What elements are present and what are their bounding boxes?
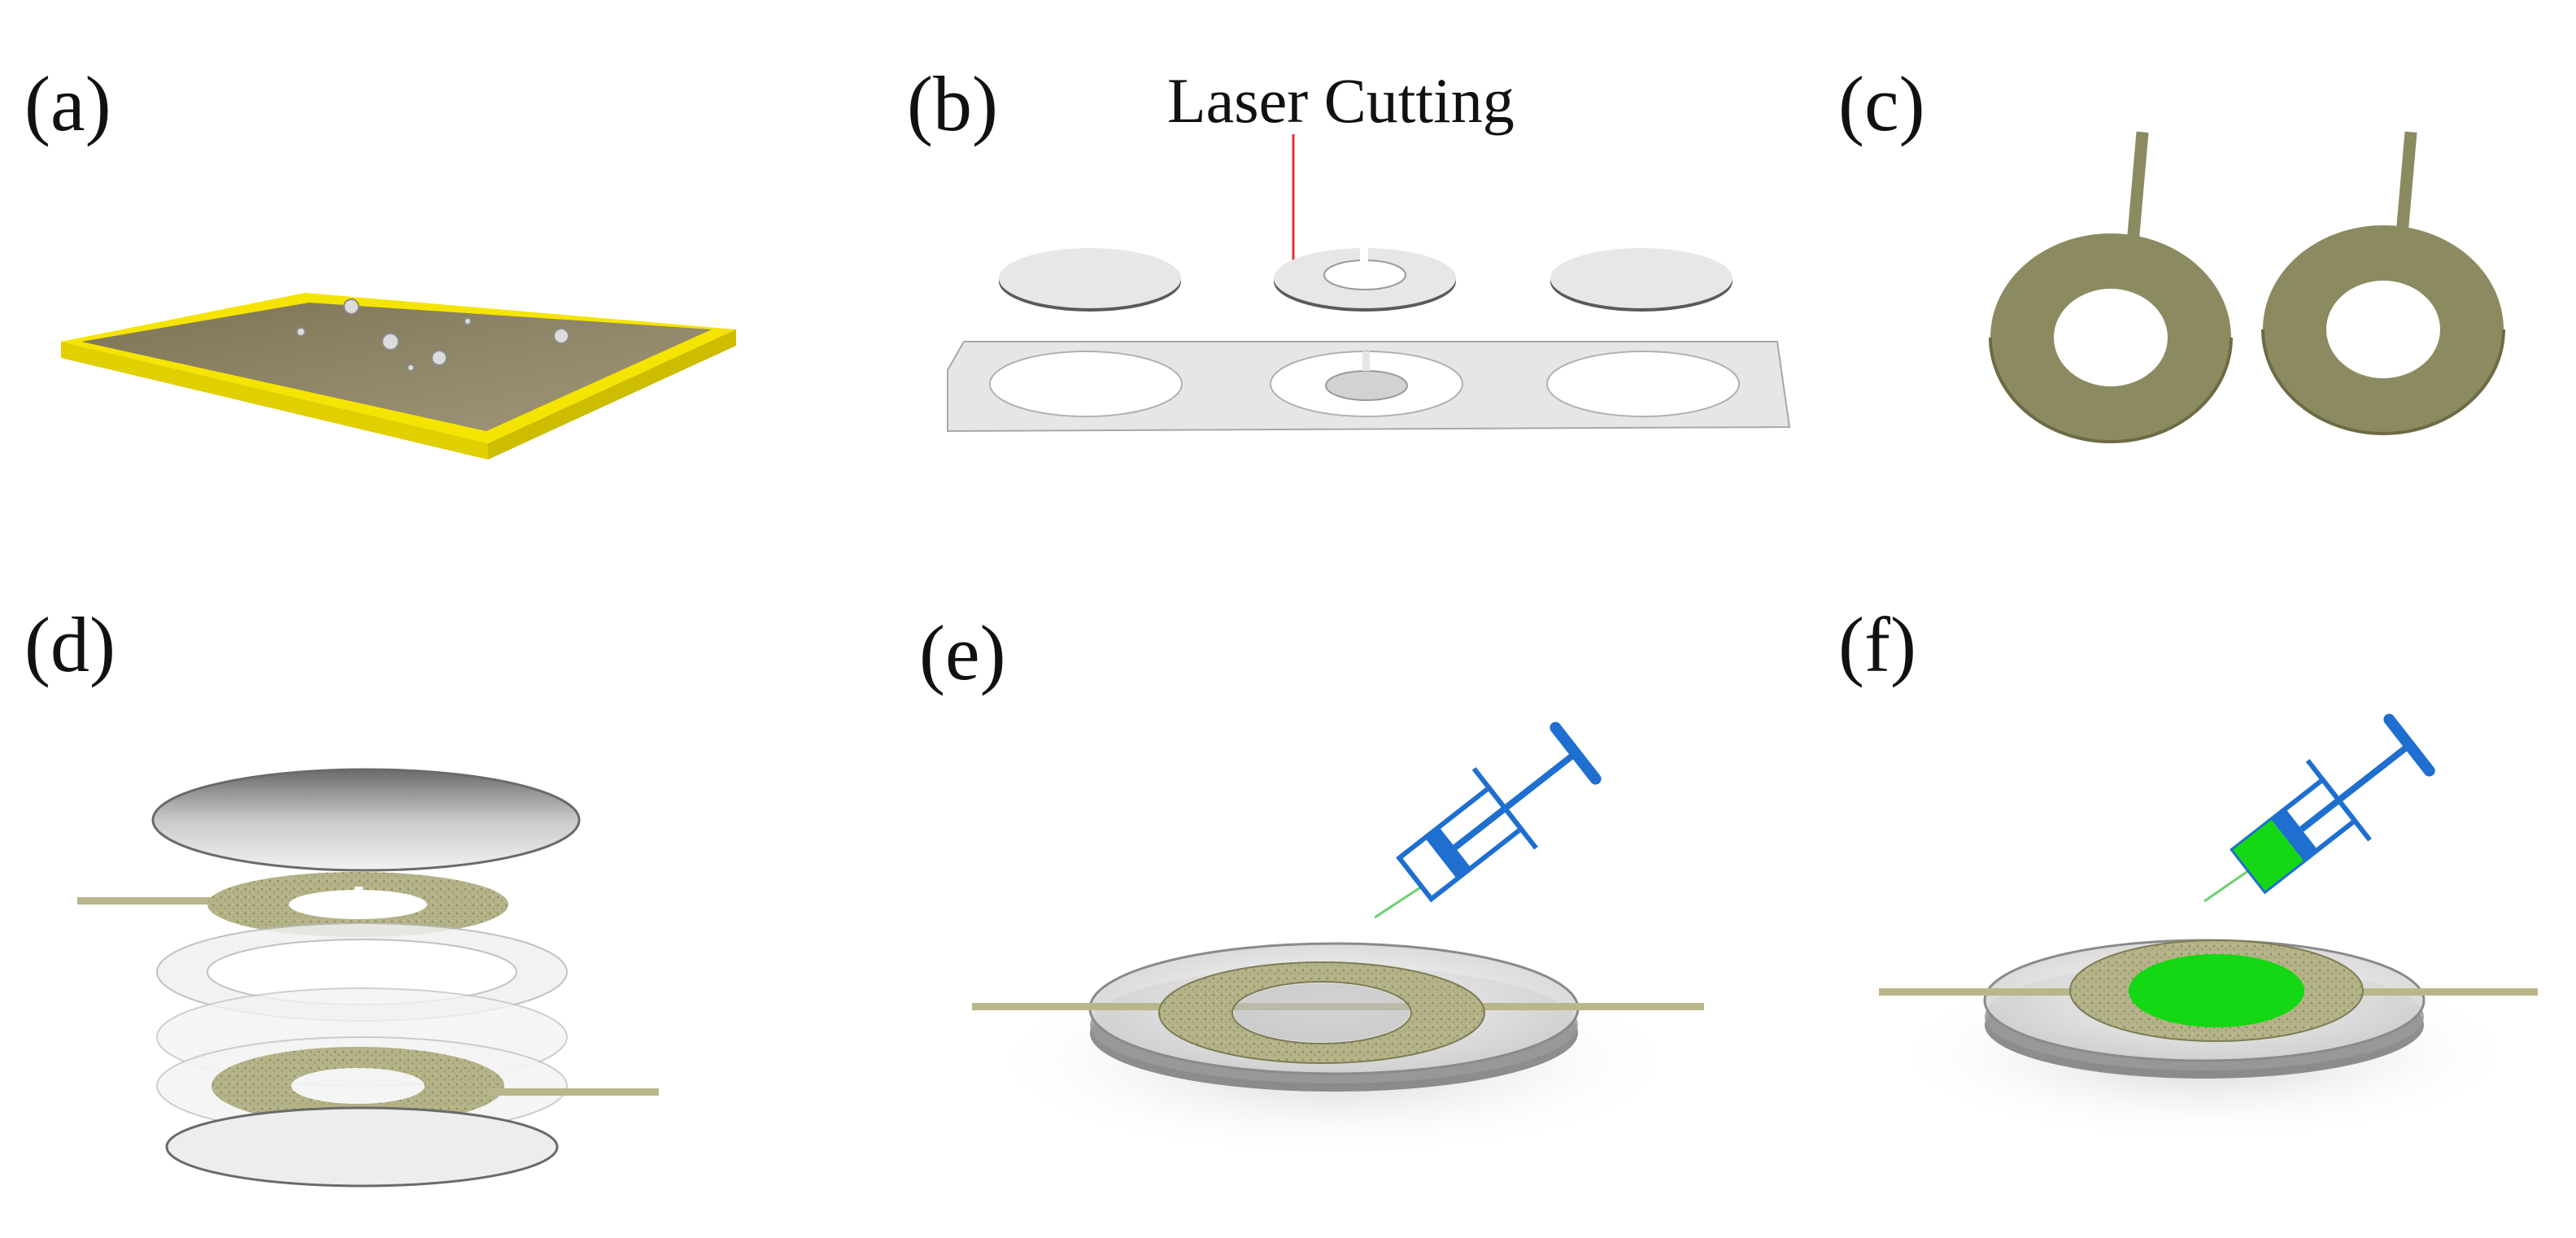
syringe-icon bbox=[2229, 713, 2435, 895]
syringe-needle-f bbox=[2203, 869, 2250, 903]
surface-particles bbox=[296, 299, 569, 372]
electrode-ring-e bbox=[1158, 961, 1486, 1064]
substrate-front-edge bbox=[61, 342, 488, 460]
panel-label-a: (a) bbox=[24, 60, 111, 147]
panel-a-gold-substrate bbox=[61, 293, 736, 460]
panel-c-ring-electrodes bbox=[1989, 131, 2505, 443]
panel-e-assembled-device bbox=[972, 721, 1704, 1159]
panel-f-filled-device bbox=[1879, 713, 2538, 1143]
bottom-base-disc bbox=[165, 1106, 559, 1188]
cut-disc-left bbox=[999, 248, 1181, 312]
lower-electrode-layer bbox=[156, 1036, 659, 1136]
filled-gel bbox=[2129, 954, 2304, 1027]
substrate-side-edge bbox=[488, 329, 736, 460]
panel-label-f: (f) bbox=[1838, 601, 1916, 688]
top-cover-disc bbox=[151, 768, 581, 872]
syringe-icon bbox=[1396, 721, 1602, 903]
empty-cavity bbox=[1234, 983, 1410, 1042]
cut-ring-center bbox=[1274, 248, 1456, 312]
panel-b-laser-cutting bbox=[947, 134, 1791, 433]
panel-label-d: (d) bbox=[24, 601, 116, 688]
cut-sheet-strip bbox=[947, 341, 1791, 433]
cut-disc-right bbox=[1550, 248, 1733, 312]
panel-label-e: (e) bbox=[919, 609, 1006, 696]
ring-electrode-left bbox=[1989, 131, 2233, 443]
laser-cutting-label: Laser Cutting bbox=[1167, 65, 1515, 136]
panel-label-b: (b) bbox=[907, 60, 998, 147]
ring-electrode-right bbox=[2261, 131, 2505, 435]
upper-electrode-layer bbox=[77, 872, 508, 937]
panel-d-exploded-stack bbox=[77, 768, 659, 1188]
panel-label-c: (c) bbox=[1838, 60, 1925, 147]
